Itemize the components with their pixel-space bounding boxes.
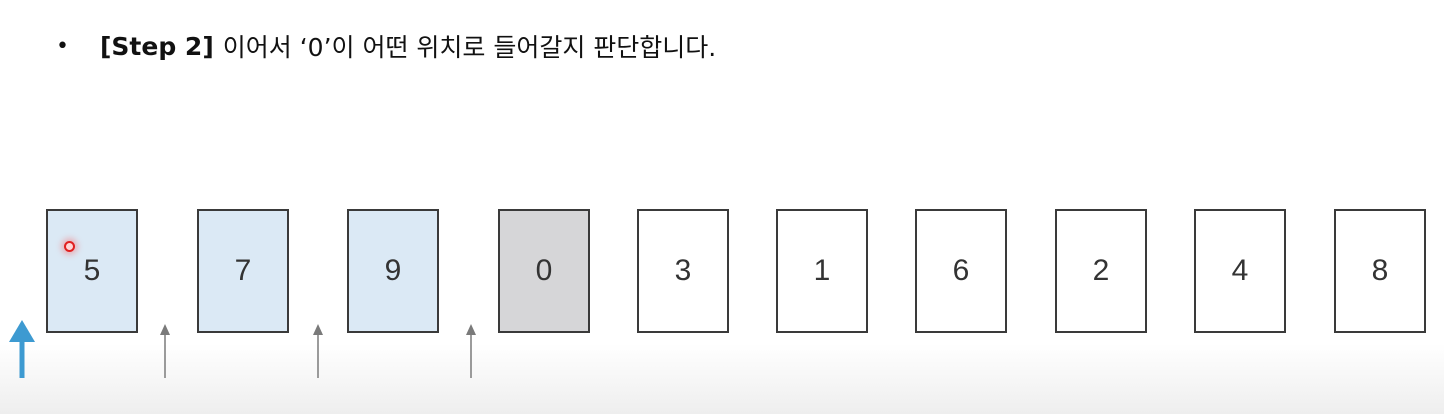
step-label: [Step 2] (100, 31, 214, 61)
card-0: 5 (46, 209, 138, 333)
card-value: 6 (952, 254, 970, 287)
card-value: 5 (83, 254, 101, 287)
card-8: 4 (1194, 209, 1286, 333)
card-7: 2 (1055, 209, 1147, 333)
bottom-fade (0, 344, 1444, 414)
card-4: 3 (637, 209, 729, 333)
card-value: 0 (535, 254, 553, 287)
card-value: 9 (384, 254, 402, 287)
card-value: 7 (234, 254, 252, 287)
card-9: 8 (1334, 209, 1426, 333)
cursor-pointer-icon (64, 241, 75, 252)
card-5: 1 (776, 209, 868, 333)
card-value: 1 (813, 254, 831, 287)
card-3: 0 (498, 209, 590, 333)
heading-text: 이어서 ‘0’이 어떤 위치로 들어갈지 판단합니다. (222, 33, 717, 62)
card-1: 7 (197, 209, 289, 333)
card-2: 9 (347, 209, 439, 333)
card-6: 6 (915, 209, 1007, 333)
card-value: 8 (1371, 254, 1389, 287)
slide-heading: • [Step 2] 이어서 ‘0’이 어떤 위치로 들어갈지 판단합니다. (56, 26, 716, 66)
card-value: 3 (674, 254, 692, 287)
card-value: 2 (1092, 254, 1110, 287)
card-value: 4 (1231, 254, 1249, 287)
bullet-icon: • (56, 33, 69, 59)
